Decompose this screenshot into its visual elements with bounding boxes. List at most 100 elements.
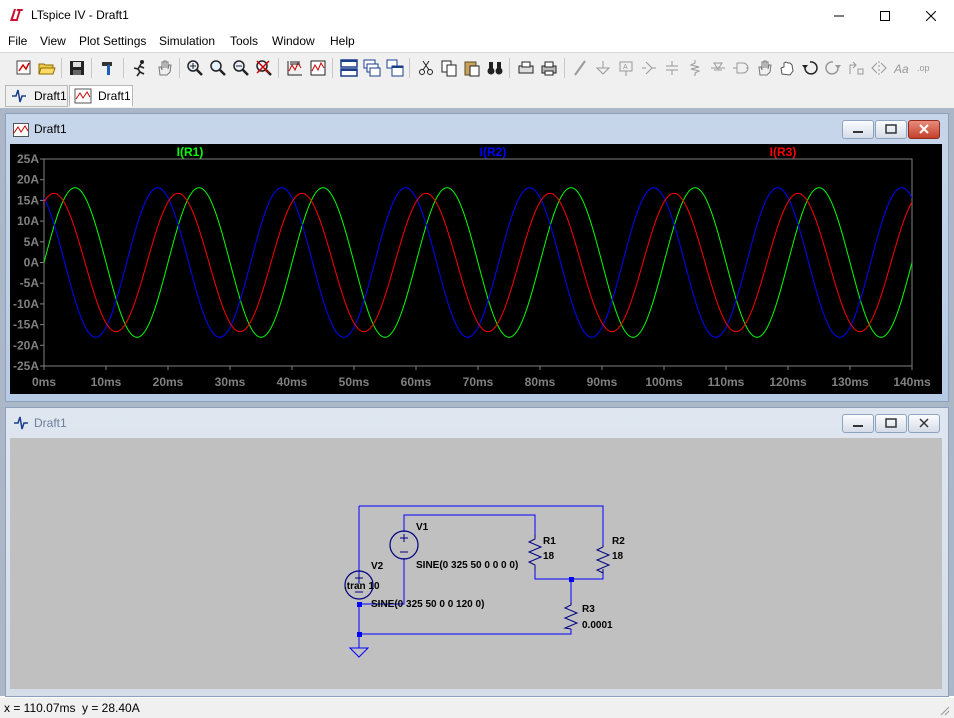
x-tick-label: 20ms bbox=[153, 375, 184, 389]
toolbar-separator bbox=[123, 58, 124, 78]
child-minimize-button[interactable] bbox=[842, 120, 874, 139]
resistor-r2-value: 18 bbox=[612, 551, 624, 562]
zoom-cancel-icon[interactable] bbox=[255, 59, 273, 77]
open-folder-icon[interactable] bbox=[38, 59, 56, 77]
wire[interactable] bbox=[359, 505, 604, 545]
run-icon[interactable] bbox=[131, 59, 149, 77]
plot-settings-icon[interactable] bbox=[309, 59, 327, 77]
source-v1-symbol bbox=[389, 530, 419, 560]
redo-icon[interactable] bbox=[824, 59, 842, 77]
paste-icon[interactable] bbox=[463, 59, 481, 77]
wire[interactable] bbox=[403, 514, 536, 535]
child-close-button[interactable] bbox=[908, 120, 940, 139]
child-restore-button[interactable] bbox=[875, 120, 907, 139]
label-net-icon[interactable]: A bbox=[617, 59, 635, 77]
move-hand-icon[interactable] bbox=[755, 59, 773, 77]
close-icon bbox=[919, 418, 929, 428]
schematic-canvas[interactable]: V1 SINE(0 325 50 0 0 0 0) V2 SINE(0 325 … bbox=[10, 438, 942, 689]
close-icon bbox=[926, 10, 936, 21]
zoom-in-icon[interactable] bbox=[186, 59, 204, 77]
child-minimize-button[interactable] bbox=[842, 414, 874, 433]
diode-icon[interactable] bbox=[709, 59, 727, 77]
menu-view[interactable]: View bbox=[40, 34, 66, 48]
resistor-r3[interactable]: R3 0.0001 bbox=[563, 602, 613, 631]
menu-tools[interactable]: Tools bbox=[230, 34, 259, 48]
tile-vertical-icon[interactable] bbox=[386, 59, 404, 77]
waveform-window-titlebar[interactable]: Draft1 bbox=[6, 114, 948, 144]
print-icon[interactable] bbox=[540, 59, 558, 77]
wire[interactable] bbox=[359, 629, 572, 635]
rotate-icon[interactable] bbox=[847, 59, 865, 77]
resistor-r3-symbol bbox=[563, 602, 579, 630]
menu-window[interactable]: Window bbox=[272, 34, 315, 48]
autorange-icon[interactable] bbox=[286, 59, 304, 77]
maximize-button[interactable] bbox=[862, 0, 908, 31]
ground-symbol[interactable] bbox=[348, 647, 370, 658]
cut-scissors-icon[interactable] bbox=[417, 59, 435, 77]
series-line bbox=[43, 187, 913, 338]
tab-schematic-draft1[interactable]: Draft1 bbox=[5, 85, 68, 107]
legend-label[interactable]: I(R1) bbox=[177, 145, 204, 159]
x-tick-label: 80ms bbox=[525, 375, 556, 389]
minimize-button[interactable] bbox=[816, 0, 862, 31]
zoom-pan-icon[interactable] bbox=[209, 59, 227, 77]
new-schematic-icon[interactable] bbox=[15, 59, 33, 77]
y-tick-label: -25A bbox=[13, 359, 39, 373]
series-line bbox=[43, 187, 913, 338]
legend-label[interactable]: I(R3) bbox=[770, 145, 797, 159]
text-icon[interactable]: Aa bbox=[893, 59, 911, 77]
schematic-window-titlebar[interactable]: Draft1 bbox=[6, 408, 948, 438]
series-line bbox=[43, 192, 913, 333]
draw-wire-icon[interactable] bbox=[571, 59, 589, 77]
find-binoculars-icon[interactable] bbox=[486, 59, 504, 77]
source-v1-value: SINE(0 325 50 0 0 0 0) bbox=[416, 560, 518, 571]
mirror-icon[interactable] bbox=[870, 59, 888, 77]
tab-waveform-draft1[interactable]: Draft1 bbox=[69, 85, 133, 107]
control-panel-hammer-icon[interactable] bbox=[100, 59, 118, 77]
resistor-r1[interactable]: R1 18 bbox=[527, 535, 556, 571]
save-icon[interactable] bbox=[68, 59, 86, 77]
inductor-icon[interactable] bbox=[732, 59, 750, 77]
cursor-x-readout: x = 110.07ms bbox=[4, 701, 76, 715]
legend-label[interactable]: I(R2) bbox=[480, 145, 507, 159]
y-tick-label: -5A bbox=[20, 276, 40, 290]
zoom-out-icon[interactable] bbox=[232, 59, 250, 77]
capacitor-icon[interactable] bbox=[663, 59, 681, 77]
resistor-icon[interactable] bbox=[686, 59, 704, 77]
menu-simulation[interactable]: Simulation bbox=[159, 34, 216, 48]
source-v2[interactable]: V2 SINE(0 325 50 0 0 120 0) bbox=[344, 561, 484, 610]
child-restore-button[interactable] bbox=[875, 414, 907, 433]
x-tick-label: 0ms bbox=[32, 375, 56, 389]
component-icon[interactable] bbox=[640, 59, 658, 77]
resize-grip-icon[interactable] bbox=[938, 704, 950, 716]
resistor-r2-symbol bbox=[595, 545, 611, 574]
tile-horizontal-icon[interactable] bbox=[340, 59, 358, 77]
close-button[interactable] bbox=[908, 0, 954, 31]
drag-hand-icon[interactable] bbox=[778, 59, 796, 77]
restore-icon bbox=[885, 418, 897, 428]
plot-background bbox=[10, 144, 942, 394]
cascade-windows-icon[interactable] bbox=[363, 59, 381, 77]
status-bar: x = 110.07ms y = 28.40A bbox=[0, 698, 954, 718]
resistor-r2[interactable]: R2 18 bbox=[595, 536, 625, 574]
source-v1[interactable]: V1 SINE(0 325 50 0 0 0 0) bbox=[389, 522, 518, 571]
spice-directive[interactable]: .tran 10 bbox=[344, 581, 380, 592]
halt-hand-icon[interactable] bbox=[155, 59, 173, 77]
wire[interactable] bbox=[359, 558, 405, 605]
menu-plot-settings[interactable]: Plot Settings bbox=[79, 34, 147, 48]
ground-icon[interactable] bbox=[594, 59, 612, 77]
schematic-icon bbox=[14, 416, 28, 430]
copy-icon[interactable] bbox=[440, 59, 458, 77]
menu-help[interactable]: Help bbox=[330, 34, 355, 48]
y-tick-label: -15A bbox=[13, 318, 39, 332]
undo-icon[interactable] bbox=[801, 59, 819, 77]
x-tick-label: 110ms bbox=[708, 375, 745, 389]
spice-directive-icon[interactable]: .op bbox=[916, 59, 934, 77]
child-close-button[interactable] bbox=[908, 414, 940, 433]
menu-file[interactable]: File bbox=[8, 34, 28, 48]
schematic-background bbox=[10, 438, 942, 689]
x-tick-label: 90ms bbox=[587, 375, 618, 389]
menu-bar: File View Plot Settings Simulation Tools… bbox=[0, 31, 954, 51]
print-preview-icon[interactable] bbox=[517, 59, 535, 77]
